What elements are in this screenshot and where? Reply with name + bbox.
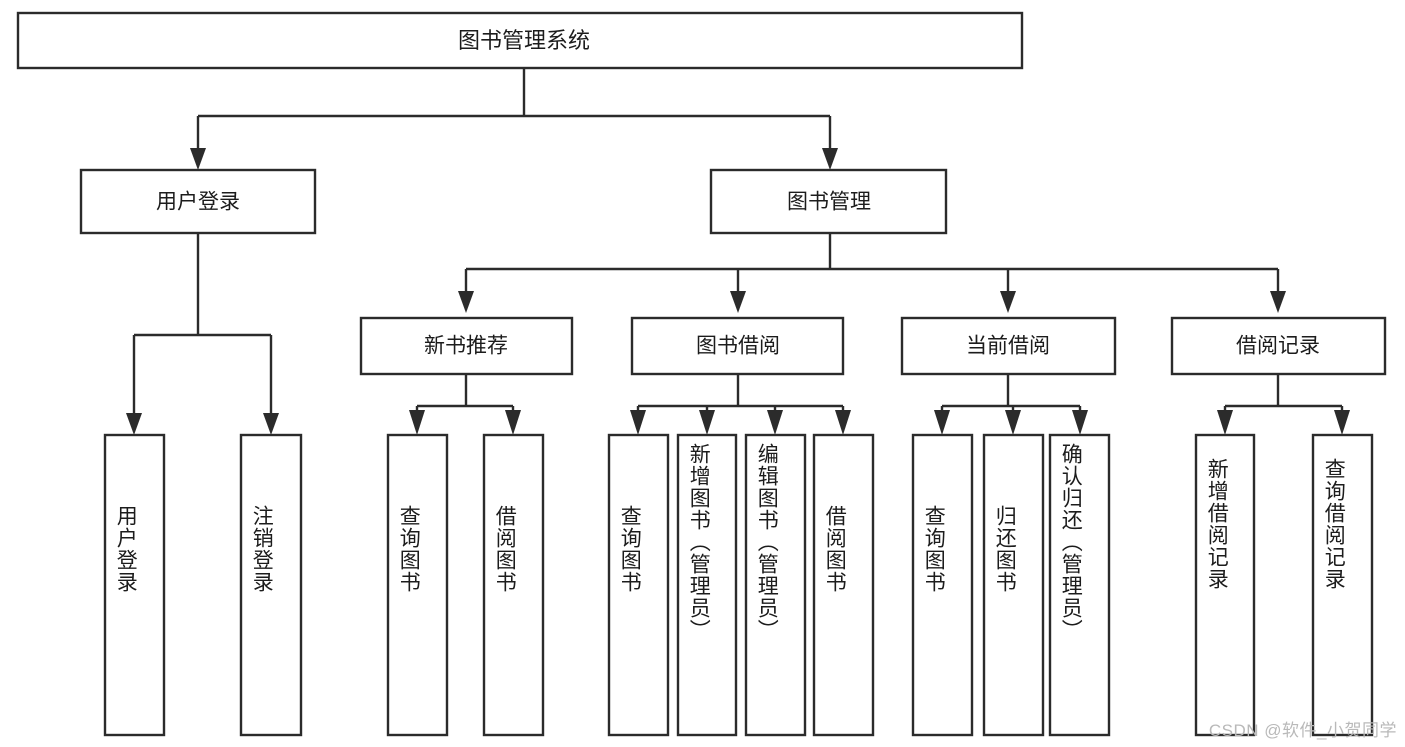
arrow-br-leaf-2 <box>1334 410 1350 435</box>
node-root[interactable] <box>16 11 1024 70</box>
leaf-borrow-record-2[interactable] <box>1311 433 1374 737</box>
leaf-book-borrow-4[interactable] <box>812 433 875 737</box>
arrow-cb-leaf-1 <box>934 410 950 435</box>
node-current-borrow-label: 当前借阅 <box>966 335 1050 358</box>
arrow-l3-book-borrow <box>730 291 746 313</box>
arrow-nb-leaf-1 <box>409 410 425 435</box>
node-new-book-recommend-label: 新书推荐 <box>424 335 508 358</box>
arrow-user-login <box>190 148 206 170</box>
arrow-ul-leaf-1 <box>126 413 142 435</box>
node-user-login[interactable] <box>79 168 317 235</box>
watermark-text: CSDN @软件_小贺同学 <box>1208 721 1397 740</box>
leaf-book-borrow-2[interactable] <box>676 433 738 737</box>
leaf-borrow-record-1[interactable] <box>1194 433 1256 737</box>
arrow-bb-leaf-1 <box>630 410 646 435</box>
arrow-ul-leaf-2 <box>263 413 279 435</box>
node-borrow-record[interactable] <box>1170 316 1387 376</box>
node-borrow-record-label: 借阅记录 <box>1236 335 1320 358</box>
leaf-book-borrow-3[interactable] <box>744 433 807 737</box>
arrow-nb-leaf-2 <box>505 410 521 435</box>
node-root-label: 图书管理系统 <box>458 28 590 53</box>
leaf-user-login-2[interactable] <box>239 433 303 737</box>
arrow-l3-borrow-record <box>1270 291 1286 313</box>
arrow-cb-leaf-2 <box>1005 410 1021 435</box>
arrow-cb-leaf-3 <box>1072 410 1088 435</box>
arrow-l3-current-borrow <box>1000 291 1016 313</box>
node-current-borrow[interactable] <box>900 316 1117 376</box>
arrow-br-leaf-1 <box>1217 410 1233 435</box>
leaf-book-borrow-1[interactable] <box>607 433 670 737</box>
node-user-login-label: 用户登录 <box>156 191 240 214</box>
arrow-book-manage <box>822 148 838 170</box>
leaf-current-borrow-1[interactable] <box>911 433 974 737</box>
arrow-bb-leaf-2 <box>699 410 715 435</box>
leaf-current-borrow-2[interactable] <box>982 433 1045 737</box>
leaf-current-borrow-3[interactable] <box>1048 433 1111 737</box>
node-layer: 图书管理系统 用户登录 图书管理 新书推荐 图书借阅 当前借阅 借阅记录 <box>16 11 1387 737</box>
leaf-new-book-1[interactable] <box>386 433 449 737</box>
arrow-bb-leaf-4 <box>835 410 851 435</box>
arrow-bb-leaf-3 <box>767 410 783 435</box>
node-book-manage[interactable] <box>709 168 948 235</box>
node-new-book-recommend[interactable] <box>359 316 574 376</box>
node-book-manage-label: 图书管理 <box>787 191 871 214</box>
leaf-user-login-1[interactable] <box>103 433 166 737</box>
connector-layer <box>126 68 1350 435</box>
node-book-borrow[interactable] <box>630 316 845 376</box>
arrow-l3-new-book <box>458 291 474 313</box>
leaf-new-book-2[interactable] <box>482 433 545 737</box>
node-book-borrow-label: 图书借阅 <box>696 335 780 358</box>
